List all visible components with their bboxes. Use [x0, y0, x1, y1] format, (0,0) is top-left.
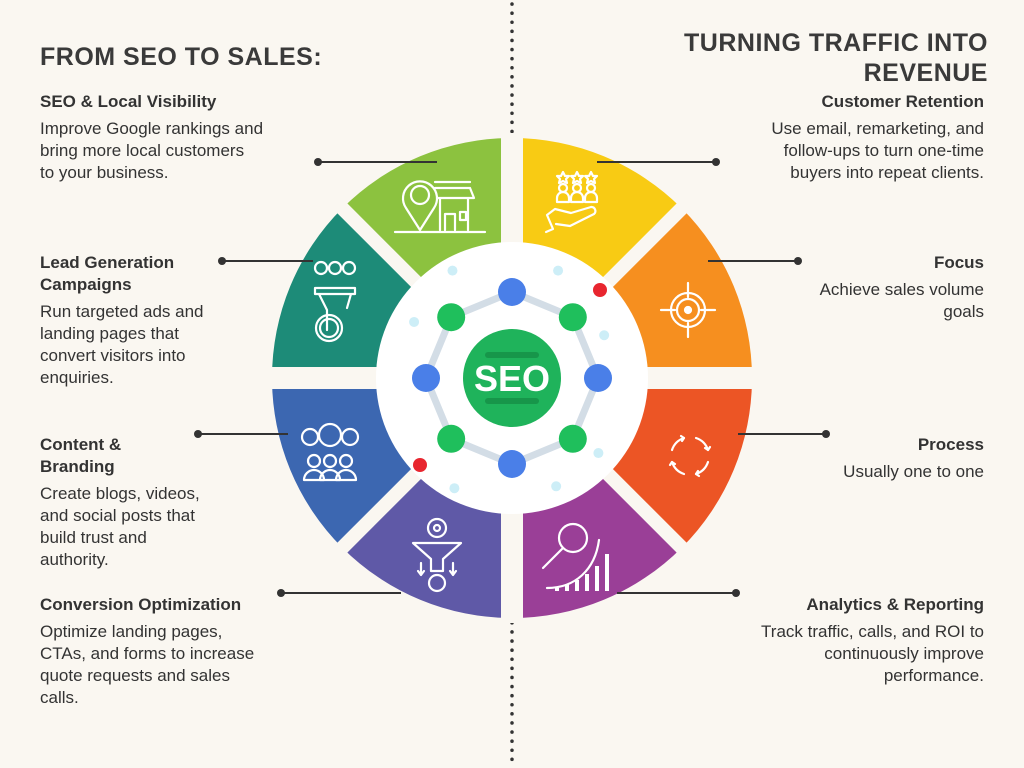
- item-description-line: and social posts that: [40, 506, 195, 525]
- item-description-line: Optimize landing pages,: [40, 622, 223, 641]
- item-description-line: convert visitors into: [40, 346, 186, 365]
- item-heading: Focus: [933, 253, 984, 272]
- network-node: [412, 364, 440, 392]
- item-description: Achieve sales volume goals: [820, 279, 984, 323]
- decor-dot: [553, 265, 564, 276]
- connector-dot: [277, 589, 285, 597]
- item-description: Optimize landing pages, CTAs, and forms t…: [40, 621, 254, 709]
- item-description-line: build trust and: [40, 528, 147, 547]
- network-node: [437, 424, 466, 453]
- connector-dot: [218, 257, 226, 265]
- seo-bar-bottom: [485, 398, 539, 404]
- item-description-line: continuously improve: [824, 644, 984, 663]
- item-description-line: Track traffic, calls, and ROI to: [761, 622, 984, 641]
- right-title-line: TURNING TRAFFIC INTO: [684, 29, 988, 57]
- target-icon: [659, 281, 717, 339]
- network-node: [498, 450, 526, 478]
- right-title-line: REVENUE: [863, 59, 988, 87]
- magnifier-chart-icon: [541, 522, 609, 591]
- item-description-line: Usually one to one: [843, 462, 984, 481]
- item-description-line: Use email, remarketing, and: [771, 119, 984, 138]
- decor-dot: [409, 316, 420, 327]
- item-description-line: follow-ups to turn one-time: [783, 141, 984, 160]
- item-description-line: performance.: [883, 666, 984, 685]
- item-description: Run targeted ads and landing pages that co…: [40, 301, 204, 389]
- item-description-line: landing pages that: [40, 324, 179, 343]
- item-description: Use email, remarketing, and follow-ups to…: [771, 118, 984, 184]
- item-description-line: authority.: [40, 550, 109, 569]
- social-engagement-icon: [300, 422, 360, 482]
- item-heading: Content &: [40, 435, 122, 454]
- item-heading: Conversion Optimization: [40, 595, 242, 614]
- item-description-line: Create blogs, videos,: [40, 484, 200, 503]
- network-node: [437, 303, 466, 332]
- item-heading: Branding: [40, 457, 115, 476]
- item-description-line: Achieve sales volume: [819, 280, 984, 299]
- decor-dot: [599, 330, 610, 341]
- connector-dot: [314, 158, 322, 166]
- item-description-line: calls.: [40, 688, 79, 707]
- gear-funnel-dollar-icon: [411, 517, 463, 593]
- red-dot: [593, 283, 607, 297]
- item-heading: Analytics & Reporting: [806, 595, 984, 614]
- location-house-icon: [393, 180, 487, 234]
- people-funnel-dollar-icon: [313, 260, 357, 343]
- connector-dot: [194, 430, 202, 438]
- decor-dot: [551, 481, 562, 492]
- seo-center-label: SEO: [474, 358, 550, 399]
- item-description-line: Run targeted ads and: [40, 302, 204, 321]
- right-title: TURNING TRAFFIC INTO REVENUE: [684, 28, 988, 88]
- red-dot: [413, 458, 427, 472]
- decor-dot: [593, 448, 604, 459]
- item-description-line: CTAs, and forms to increase: [40, 644, 255, 663]
- item-description-line: Improve Google rankings and: [40, 119, 264, 138]
- left-title: FROM SEO TO SALES:: [40, 43, 323, 71]
- item-description: Usually one to one: [843, 461, 984, 483]
- item-description-line: to your business.: [40, 163, 169, 182]
- item-heading: Campaigns: [40, 275, 132, 294]
- item-heading: Lead Generation: [40, 253, 175, 272]
- decor-dot: [447, 265, 458, 276]
- item-heading: Customer Retention: [821, 92, 984, 111]
- item-description-line: buyers into repeat clients.: [790, 163, 984, 182]
- cycle-arrows-icon: [668, 434, 712, 478]
- item-description: Track traffic, calls, and ROI to continuo…: [761, 621, 984, 687]
- connector-dot: [794, 257, 802, 265]
- network-node: [558, 303, 587, 332]
- connector-dot: [732, 589, 740, 597]
- hand-customers-stars-icon: [544, 170, 599, 234]
- item-description-line: quote requests and sales: [40, 666, 230, 685]
- network-node: [584, 364, 612, 392]
- decor-dot: [449, 483, 460, 494]
- seo-bar-top: [485, 352, 539, 358]
- network-node: [558, 424, 587, 453]
- item-description: Create blogs, videos, and social posts th…: [40, 483, 200, 571]
- network-node: [498, 278, 526, 306]
- item-description-line: enquiries.: [40, 368, 114, 387]
- connector-dot: [822, 430, 830, 438]
- item-description: Improve Google rankings and bring more lo…: [40, 118, 263, 184]
- item-heading: SEO & Local Visibility: [40, 92, 217, 111]
- item-heading: Process: [917, 435, 984, 454]
- item-description-line: goals: [943, 302, 984, 321]
- connector-dot: [712, 158, 720, 166]
- item-description-line: bring more local customers: [40, 141, 245, 160]
